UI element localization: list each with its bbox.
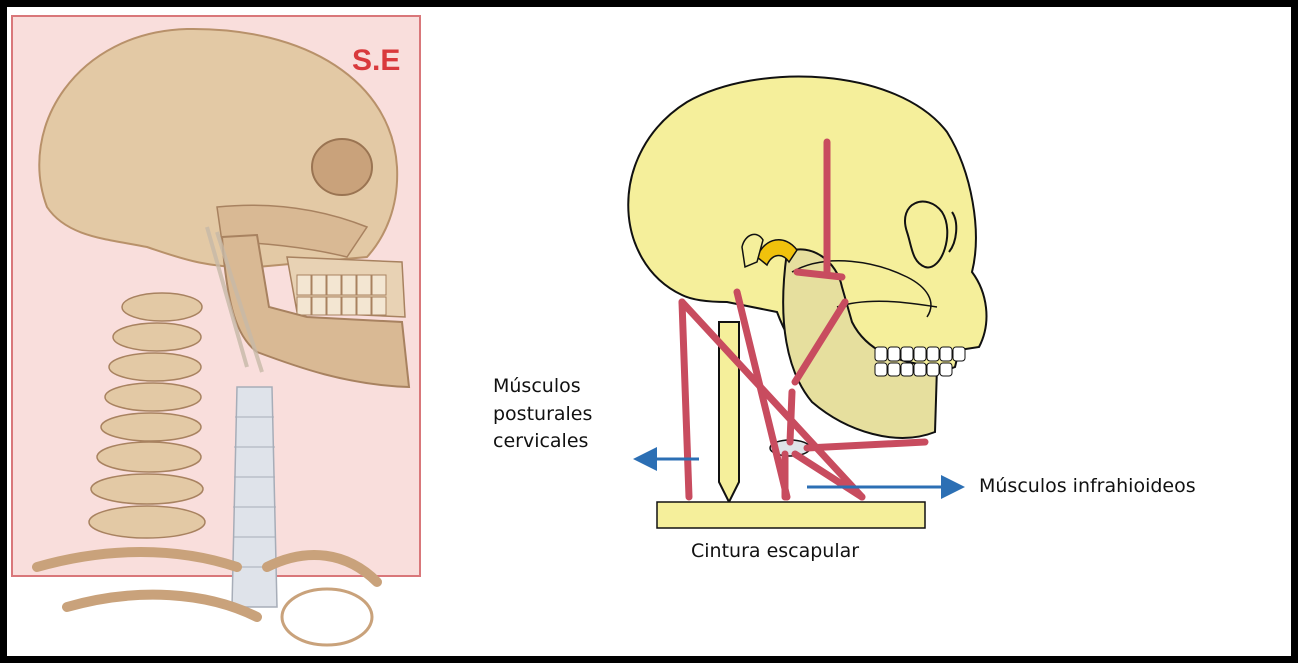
pointer-arrows [7, 7, 1298, 670]
infrahyoid-muscles-label: Músculos infrahioideos [979, 473, 1196, 501]
shoulder-girdle-label: Cintura escapular [691, 538, 859, 566]
postural-muscles-label: Músculos posturales cervicales [493, 373, 592, 456]
postural-label-line-1: Músculos [493, 373, 592, 401]
postural-label-line-3: cervicales [493, 428, 592, 456]
postural-label-line-2: posturales [493, 401, 592, 429]
